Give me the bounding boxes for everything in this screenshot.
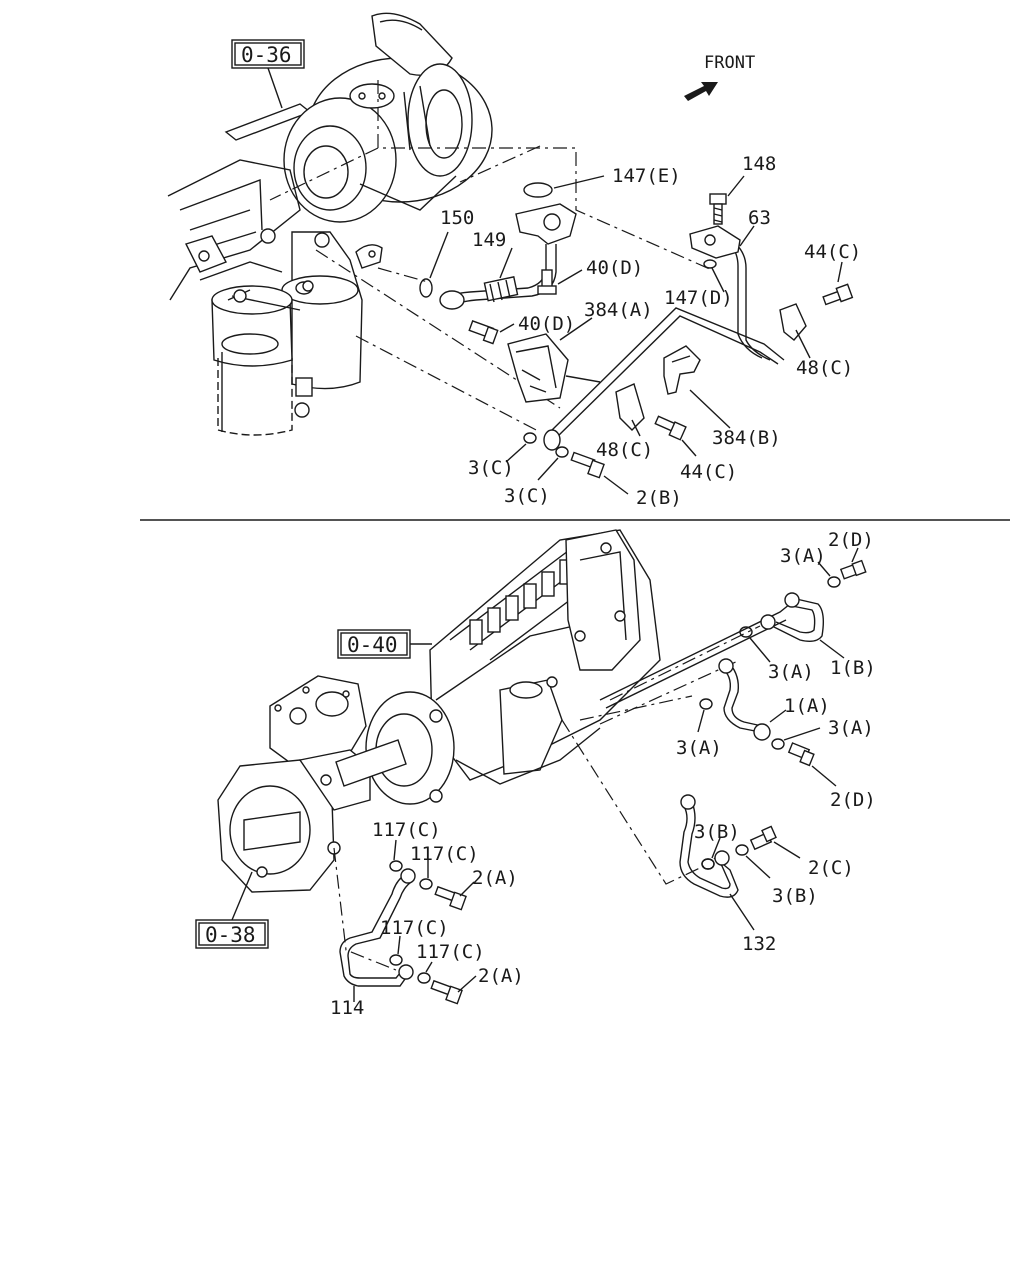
ref-box-0-38: 0-38 (195, 871, 269, 949)
oring-147D: 147(D) (664, 259, 733, 309)
front-label: FRONT (704, 53, 755, 73)
washer-3B-b: 3(B) (735, 844, 818, 907)
pipe-132: 132 (679, 794, 776, 955)
label-149: 149 (472, 229, 506, 251)
front-arrow-icon (684, 82, 718, 101)
part-149-pipe: 149 (439, 203, 577, 310)
label-3A-a: 3(A) (780, 545, 826, 567)
washer-3C-a: 3(C) (468, 432, 537, 479)
label-2A-b: 2(A) (478, 965, 524, 987)
washer-117C-c: 117(C) (380, 917, 449, 966)
engine-block-drawing (167, 159, 383, 436)
bolt-2A-lower: 2(A) (430, 965, 524, 1005)
pipe-1B: 1(B) (599, 592, 876, 709)
label-384B: 384(B) (712, 427, 781, 449)
bolt-148: 148 (709, 153, 776, 225)
label-117C-c: 117(C) (380, 917, 449, 939)
label-44C-b: 44(C) (680, 461, 737, 483)
bolt-2C: 2(C) (749, 825, 854, 879)
label-40D-a: 40(D) (586, 257, 643, 279)
ref-box-0-40: 0-40 (337, 629, 432, 659)
label-2D-a: 2(D) (828, 529, 874, 551)
clip-48C-upper: 48(C) (779, 303, 853, 379)
washer-3A-b: 3(A) (739, 626, 814, 683)
label-48C-a: 48(C) (596, 439, 653, 461)
label-44C-a: 44(C) (804, 241, 861, 263)
ref-label-0-36: 0-36 (241, 43, 292, 67)
ref-label-0-38: 0-38 (205, 923, 256, 947)
washer-117C-b: 117(C) (410, 843, 479, 890)
ref-label-0-40: 0-40 (347, 633, 398, 657)
clip-48C-lower: 48(C) (596, 383, 653, 461)
label-150: 150 (440, 207, 474, 229)
washer-117C-d: 117(C) (416, 941, 485, 984)
washer-3A-c: 3(A) (676, 698, 722, 759)
label-48C-b: 48(C) (796, 357, 853, 379)
bolt-40D-lower: 40(D) (468, 313, 575, 345)
label-63: 63 (748, 207, 771, 229)
ref-box-0-36: 0-36 (231, 39, 305, 109)
bracket-384A: 384(A) (507, 299, 653, 403)
label-132: 132 (742, 933, 776, 955)
injection-pump-drawing (365, 529, 661, 805)
label-147E: 147(E) (612, 165, 681, 187)
air-compressor-drawing (217, 675, 407, 893)
bolt-40D-upper: 40(D) (537, 257, 643, 295)
lower-guide-lines (333, 625, 761, 971)
label-3B-a: 3(B) (694, 821, 740, 843)
washer-3A-a: 3(A) (780, 545, 841, 588)
label-2C: 2(C) (808, 857, 854, 879)
label-1A: 1(A) (784, 695, 830, 717)
washer-3B-a: 3(B) (694, 821, 740, 870)
label-117C-d: 117(C) (416, 941, 485, 963)
label-3C-a: 3(C) (468, 457, 514, 479)
washer-3C-b: 3(C) (504, 446, 569, 507)
lower-section: 0-40 0-38 (195, 529, 876, 1019)
label-2A-a: 2(A) (472, 867, 518, 889)
washer-117C-a: 117(C) (372, 819, 441, 872)
bolt-2D-lower: 2(D) (787, 742, 876, 811)
bolt-2D-upper: 2(D) (828, 529, 874, 580)
label-3B-b: 3(B) (772, 885, 818, 907)
bolt-44C-lower: 44(C) (654, 415, 737, 483)
upper-guide-lines (269, 80, 713, 433)
label-114: 114 (330, 997, 364, 1019)
label-3A-d: 3(A) (828, 717, 874, 739)
pipe-114: 114 (330, 868, 416, 1019)
label-2B: 2(B) (636, 487, 682, 509)
bolt-2B: 2(B) (570, 451, 682, 509)
bolt-2A-upper: 2(A) (434, 867, 518, 911)
label-148: 148 (742, 153, 776, 175)
oring-147E: 147(E) (523, 165, 681, 198)
washer-3A-d: 3(A) (771, 717, 874, 750)
bolt-44C-upper: 44(C) (804, 241, 861, 306)
label-2D-b: 2(D) (830, 789, 876, 811)
upper-section: FRONT 0-36 (167, 12, 861, 509)
pipe-63: 63 (543, 207, 785, 451)
label-117C-a: 117(C) (372, 819, 441, 841)
label-3A-c: 3(A) (676, 737, 722, 759)
label-147D: 147(D) (664, 287, 733, 309)
label-117C-b: 117(C) (410, 843, 479, 865)
label-3A-b: 3(A) (768, 661, 814, 683)
label-1B: 1(B) (830, 657, 876, 679)
label-384A: 384(A) (584, 299, 653, 321)
label-3C-b: 3(C) (504, 485, 550, 507)
pipe-1A: 1(A) (718, 658, 830, 741)
label-40D-b: 40(D) (518, 313, 575, 335)
oring-150: 150 (419, 207, 474, 298)
clamp-384B: 384(B) (663, 345, 781, 449)
